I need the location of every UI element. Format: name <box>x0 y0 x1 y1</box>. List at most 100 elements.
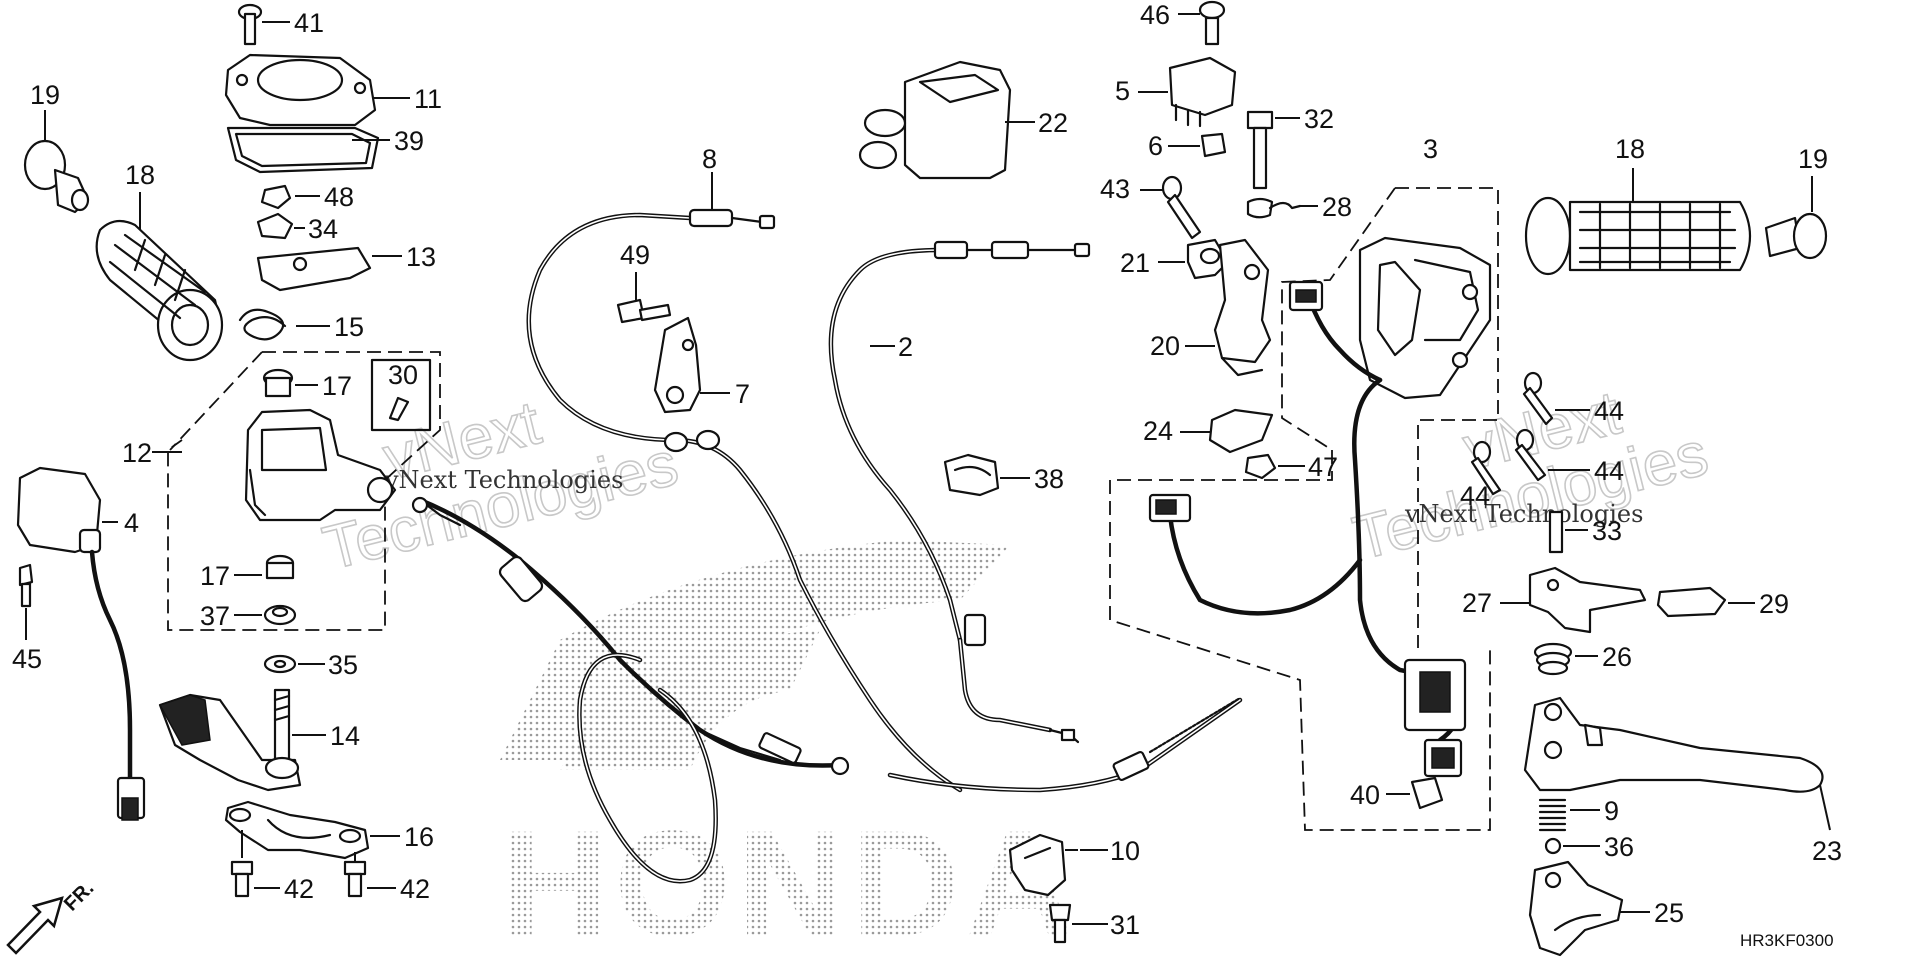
callout-36: 36 <box>1604 832 1634 862</box>
callout-7: 7 <box>735 379 750 409</box>
part-9-spring: 9 <box>1538 796 1619 832</box>
callout-13: 13 <box>406 242 436 272</box>
part-16-clamp: 16 <box>224 800 434 860</box>
callout-18-left: 18 <box>125 160 155 190</box>
part-44-bolt-upper: 44 <box>1522 371 1624 426</box>
callout-27: 27 <box>1462 588 1492 618</box>
callout-15: 15 <box>334 312 364 342</box>
front-arrow-icon <box>6 896 64 955</box>
part-25-lever-holder: 25 <box>1528 860 1684 957</box>
part-20-bracket: 20 <box>1150 238 1272 377</box>
callout-19-right: 19 <box>1798 144 1828 174</box>
group-3-handlebar-switch: 3 <box>1109 134 1499 831</box>
part-24-bracket: 24 <box>1143 408 1274 454</box>
front-direction-indicator: FR. <box>6 877 98 955</box>
callout-38: 38 <box>1034 464 1064 494</box>
part-42-bolt-left: 42 <box>230 830 314 904</box>
part-19-right-grip-end: 19 <box>1764 144 1828 260</box>
part-6-cap: 6 <box>1148 131 1227 161</box>
callout-42-left: 42 <box>284 874 314 904</box>
part-14-throttle-lever: 14 <box>158 688 360 792</box>
callout-44-lower: 44 <box>1460 481 1490 511</box>
honda-logo-text: HONDA <box>500 799 1080 960</box>
callout-46: 46 <box>1140 0 1170 30</box>
watermark-left-small: vNext Technologies <box>384 466 623 494</box>
callout-6: 6 <box>1148 131 1163 161</box>
callout-26: 26 <box>1602 642 1632 672</box>
part-47-nut: 47 <box>1244 452 1338 482</box>
callout-31: 31 <box>1110 910 1140 940</box>
callout-4: 4 <box>124 508 139 538</box>
part-42-bolt-right: 42 <box>343 852 430 904</box>
part-5-relay: 5 <box>1115 56 1237 128</box>
part-28-spring: 28 <box>1246 192 1352 222</box>
part-13-lever-plate: 13 <box>256 242 436 292</box>
part-10-cable-bracket <box>1008 833 1078 897</box>
part-8-throttle-cable: 8 <box>526 144 963 793</box>
callout-14: 14 <box>330 721 360 751</box>
part-33-bolt: 33 <box>1548 510 1622 554</box>
part-41-bolt: 41 <box>237 3 324 46</box>
part-4-switch: 4 <box>16 466 146 821</box>
callout-25: 25 <box>1654 898 1684 928</box>
callout-20: 20 <box>1150 331 1180 361</box>
callout-35: 35 <box>328 650 358 680</box>
part-45-bolt: 45 <box>12 563 42 674</box>
callout-10: 10 <box>1110 836 1140 866</box>
callout-49: 49 <box>620 240 650 270</box>
honda-logo: HONDA <box>500 540 1080 960</box>
part-46-bolt: 46 <box>1140 0 1226 46</box>
part-38-cable-clip: 38 <box>943 453 1064 497</box>
callout-24: 24 <box>1143 416 1173 446</box>
part-15-spring: 15 <box>238 308 364 342</box>
part-18-left-grip: 18 <box>95 160 224 362</box>
part-26-spring: 26 <box>1533 642 1632 676</box>
callout-2: 2 <box>898 332 913 362</box>
callout-40: 40 <box>1350 780 1380 810</box>
callout-5: 5 <box>1115 76 1130 106</box>
honda-wing-mark-lower <box>560 630 820 770</box>
diagram-code: HR3KF0300 <box>1740 931 1834 950</box>
callout-44-upper: 44 <box>1594 396 1624 426</box>
part-7-cable-clamp: 7 <box>653 316 750 414</box>
part-34-lock-washer: 34 <box>256 212 338 244</box>
callout-33: 33 <box>1592 516 1622 546</box>
callout-29: 29 <box>1759 589 1789 619</box>
part-10-brake-cable: 10 <box>411 496 1243 884</box>
callout-23: 23 <box>1812 836 1842 866</box>
front-label: FR. <box>60 877 98 915</box>
part-29-cover: 29 <box>1656 586 1789 619</box>
callout-19-left: 19 <box>30 80 60 110</box>
part-23-brake-lever: 23 <box>1523 696 1842 866</box>
part-40-connector: 40 <box>1350 776 1444 810</box>
callout-22: 22 <box>1038 108 1068 138</box>
part-36-ball: 36 <box>1544 832 1634 862</box>
watermark-right-small: vNext Technologies <box>1404 500 1643 528</box>
part-27-lever-holder: 27 <box>1462 566 1647 634</box>
callout-34: 34 <box>308 214 338 244</box>
callout-30: 30 <box>388 360 418 390</box>
part-49-bolt: 49 <box>616 240 672 324</box>
part-11-throttle-cover: 11 <box>224 53 442 127</box>
part-2-choke-cable: 2 <box>828 240 1091 744</box>
callout-17-bottom: 17 <box>200 561 230 591</box>
group-12-throttle-housing: 12 30 17 17 37 <box>122 351 441 631</box>
callout-37: 37 <box>200 601 230 631</box>
callout-3: 3 <box>1423 134 1438 164</box>
callout-39: 39 <box>394 126 424 156</box>
part-43-bolt: 43 <box>1100 174 1202 240</box>
callout-42-right: 42 <box>400 874 430 904</box>
callout-47: 47 <box>1308 452 1338 482</box>
callout-44-middle: 44 <box>1594 456 1624 486</box>
part-39-gasket: 39 <box>226 126 424 174</box>
part-21-pivot: 21 <box>1120 238 1230 280</box>
callout-28: 28 <box>1322 192 1352 222</box>
part-32-bolt: 32 <box>1246 104 1334 190</box>
callout-11: 11 <box>414 84 442 114</box>
callout-16: 16 <box>404 822 434 852</box>
part-19-left-grip-end: 19 <box>23 80 90 214</box>
callout-12: 12 <box>122 438 152 468</box>
callout-32: 32 <box>1304 104 1334 134</box>
callout-48: 48 <box>324 182 354 212</box>
